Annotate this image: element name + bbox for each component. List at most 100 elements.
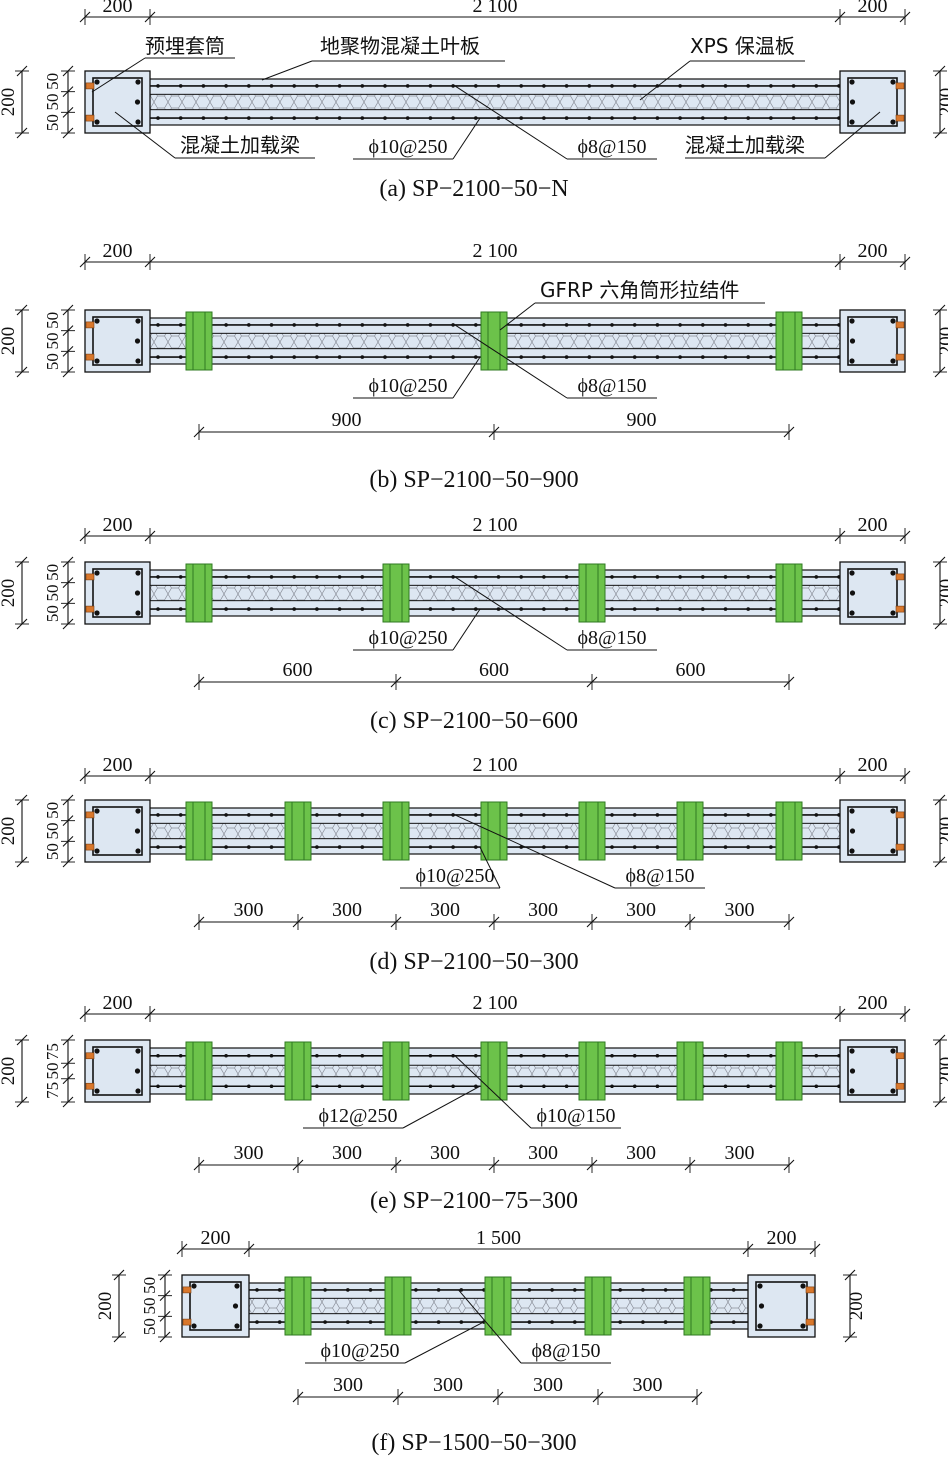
rebar-dot — [655, 813, 660, 817]
beam-stirrup-left — [189, 1281, 242, 1331]
panel-caption: (e) SP−2100−75−300 — [370, 1188, 578, 1214]
rebar-dot — [587, 84, 592, 88]
beam-bar — [890, 318, 896, 324]
rebar-dot — [178, 845, 183, 849]
rebar-dot — [383, 84, 387, 88]
beam-right-leader — [824, 111, 881, 159]
rebar-dot — [247, 845, 251, 849]
rebar-dot — [474, 813, 478, 817]
trans-rebar-label: ϕ8@150 — [578, 627, 647, 649]
rebar-dot — [451, 355, 455, 359]
rebar-dot — [723, 1053, 728, 1058]
rebar-dot — [527, 1320, 532, 1324]
rebar-dot — [769, 323, 773, 327]
gfrp-connector — [683, 1276, 711, 1336]
rebar-dot — [292, 84, 297, 88]
embedded-sleeve-left — [85, 1082, 95, 1090]
dim-left-beam: 200 — [103, 0, 133, 17]
rebar-dot — [269, 84, 274, 88]
gfrp-connector — [185, 801, 213, 861]
rebar-dot — [527, 1288, 532, 1292]
rebar-dot — [292, 607, 297, 611]
rebar-dot — [542, 607, 546, 611]
spacing-label: 600 — [283, 659, 313, 681]
dim-left-beam: 200 — [103, 754, 133, 776]
beam-bar — [94, 1088, 100, 1094]
rebar-dot — [269, 116, 274, 120]
trans-rebar-leader — [454, 85, 568, 160]
rebar-dot — [564, 323, 569, 327]
rebar-dot — [678, 323, 682, 327]
rebar-dot — [769, 1053, 773, 1058]
dim-height-left: 200 — [95, 1292, 116, 1321]
dim-height-left: 200 — [0, 1057, 19, 1086]
beam-bar — [890, 1048, 896, 1054]
rebar-dot — [519, 323, 523, 327]
dim-height-right: 200 — [936, 1057, 948, 1086]
loading-beam-left — [84, 70, 151, 134]
xps-insulation — [149, 584, 841, 602]
rebar-dot — [360, 607, 365, 611]
rebar-dot — [496, 575, 501, 579]
dim-layer-2: 50 — [43, 333, 62, 350]
rebar-dot — [814, 845, 819, 849]
rebar-dot — [436, 1320, 441, 1324]
rebar-dot — [573, 1320, 577, 1324]
dim-span: 2 100 — [473, 514, 518, 536]
rebar-dot — [663, 1320, 668, 1324]
beam-stirrup-left — [92, 316, 143, 366]
trans-rebar-label: ϕ8@150 — [532, 1340, 601, 1362]
rebar-dot — [292, 323, 297, 327]
spacing-label: 900 — [627, 409, 657, 431]
dim-layer-2: 50 — [140, 1298, 159, 1315]
dim-layer-1: 50 — [43, 73, 62, 90]
rebar-dot — [428, 845, 433, 849]
rebar-dot — [459, 1320, 464, 1324]
rebar-dot — [655, 355, 660, 359]
rebar-dot — [428, 1053, 433, 1058]
xps-label: XPS 保温板 — [690, 34, 795, 58]
long-rebar-leader — [479, 846, 501, 889]
rebar-dot — [451, 607, 455, 611]
gfrp-connector — [185, 311, 213, 371]
gfrp-connector — [775, 311, 803, 371]
rebar-dot — [564, 1084, 569, 1089]
connector-label: GFRP 六角筒形拉结件 — [540, 278, 739, 302]
loading-beam-right — [839, 799, 906, 863]
gfrp-connector — [284, 801, 312, 861]
leaf-label: 地聚物混凝土叶板 — [320, 34, 480, 58]
beam-bar — [849, 848, 855, 854]
rebar-dot — [723, 116, 728, 120]
beam-bar — [135, 79, 141, 85]
beam-stirrup-right — [847, 1046, 898, 1096]
gfrp-connector — [484, 1276, 512, 1336]
spacing-label: 300 — [430, 1142, 460, 1164]
spacing-label: 300 — [234, 899, 264, 921]
rebar-dot — [360, 116, 365, 120]
rebar-dot — [360, 1053, 365, 1058]
rebar-dot — [632, 116, 637, 120]
rebar-dot — [655, 116, 660, 120]
loading-beam-left — [84, 309, 151, 373]
beam-bar — [191, 1323, 197, 1329]
rebar-dot — [474, 575, 478, 579]
rebar-dot — [746, 84, 750, 88]
rebar-dot — [610, 1084, 614, 1089]
beam-bar — [849, 570, 855, 576]
rebar-dot — [451, 323, 455, 327]
beam-bar — [232, 1303, 239, 1309]
rebar-dot — [247, 607, 251, 611]
rebar-dot — [618, 1320, 622, 1324]
dim-layer-3: 50 — [43, 605, 62, 622]
gfrp-connector — [775, 801, 803, 861]
rebar-dot — [323, 1320, 327, 1324]
rebar-dot — [610, 355, 614, 359]
rebar-dot — [428, 813, 433, 817]
beam-bar — [849, 1088, 855, 1094]
rebar-dot — [655, 575, 660, 579]
rebar-dot — [519, 1084, 523, 1089]
rebar-dot — [746, 355, 750, 359]
rebar-dot — [769, 84, 773, 88]
